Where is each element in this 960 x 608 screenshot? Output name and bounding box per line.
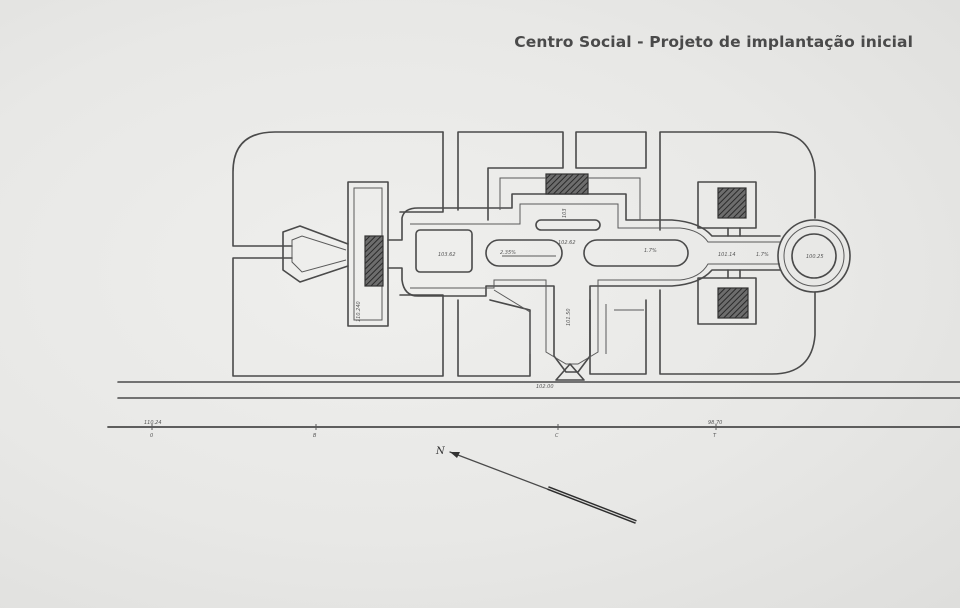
label-center-level: 102.62 [558, 240, 576, 246]
plaza-square [415, 229, 473, 273]
axis-right-value: 98.70 [708, 420, 722, 426]
right-bottom-building [717, 287, 749, 319]
spine-inner-bottom [410, 263, 780, 365]
block-bottom-center-left [457, 299, 531, 377]
island-right [583, 239, 689, 267]
bottom-center-triangle [555, 363, 585, 381]
block-right-lower [659, 289, 816, 375]
label-top-level: 103 [562, 208, 568, 218]
bottom-left-L [493, 289, 531, 354]
label-roundabout: 100.25 [806, 254, 824, 260]
left-building-outer [347, 181, 389, 327]
label-plaza: 103.62 [438, 252, 456, 258]
block-left-lower [232, 257, 444, 377]
island-top [535, 219, 601, 231]
label-right-level: 101.14 [718, 252, 736, 258]
spine-outer-bottom [387, 267, 781, 373]
label-right-slope: 1.7% [756, 252, 769, 258]
left-building-hatched [364, 235, 384, 287]
right-top-building [717, 187, 747, 219]
axis-ticks [151, 424, 717, 430]
top-building [545, 173, 589, 195]
figure-title: Centro Social - Projeto de implantação i… [514, 33, 913, 51]
spine-inner-top [410, 203, 780, 243]
label-left-block: 110.240 [356, 301, 362, 322]
axis-left-tick: 0 [150, 433, 153, 439]
axis-b-tick: B [313, 433, 317, 439]
right-top-building-frame [697, 181, 757, 229]
bottom-right-L [605, 304, 644, 354]
funnel-entrance-inner [291, 235, 347, 273]
label-slope-left: 2.35% [500, 250, 516, 256]
roundabout-inner [791, 233, 837, 279]
block-left-top-inner [399, 131, 444, 213]
axis-left-value: 110.24 [144, 420, 162, 426]
axis-right-tick: T [713, 433, 717, 439]
roundabout-mid [783, 225, 845, 287]
axis-c-tick: C [555, 433, 559, 439]
block-top-right [659, 131, 816, 231]
block-top-center [457, 131, 564, 221]
north-label: N [435, 446, 446, 457]
block-top-left [232, 131, 444, 247]
island-left [485, 239, 563, 267]
label-road-level: 102.00 [536, 384, 554, 390]
roundabout-outer [777, 219, 851, 293]
right-connector-top [727, 227, 741, 237]
label-slope-right: 1.7% [644, 248, 657, 254]
block-top-center-right [575, 131, 647, 169]
top-inner-wall [499, 177, 641, 220]
right-bottom-building-frame [697, 277, 757, 325]
funnel-entrance-outer [282, 225, 349, 283]
right-connector-bottom [727, 269, 741, 279]
north-arrow [449, 451, 637, 524]
label-vertical-level: 101.50 [566, 309, 572, 327]
